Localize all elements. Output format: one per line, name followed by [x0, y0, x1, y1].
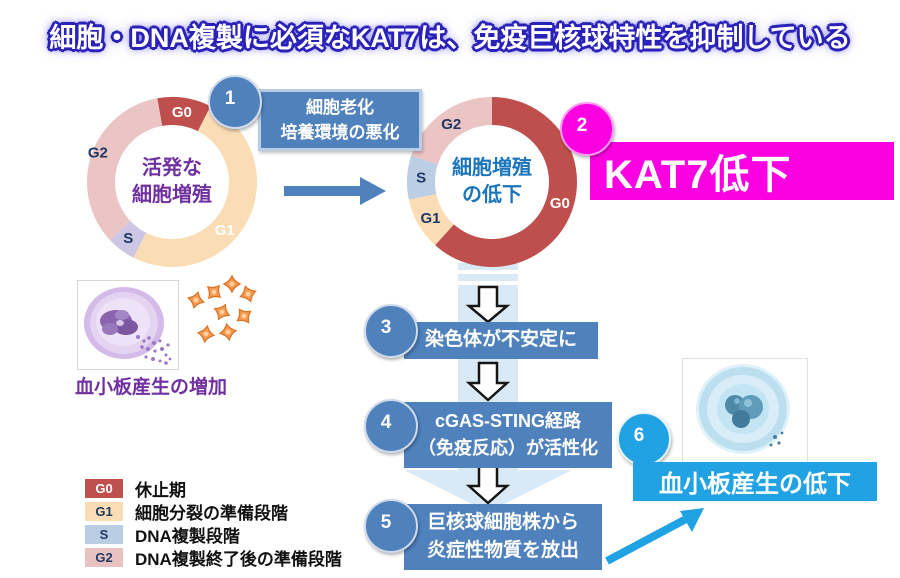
donut-segment-g1 [133, 106, 257, 268]
platelets-image [185, 275, 259, 344]
donut-segment-label: G2 [88, 144, 108, 161]
legend-chip-g2: G2 [85, 547, 123, 567]
blue-megakaryocyte-image [682, 358, 808, 464]
donut-segment-label: G0 [172, 104, 192, 121]
step-circle-2: 2 [560, 102, 614, 156]
donut-center-label: 活発な 細胞増殖 [132, 157, 212, 206]
step-circle-4: 4 [364, 399, 418, 453]
donut-segment-g2 [411, 97, 492, 165]
legend-chip-s: S [85, 524, 123, 544]
megakaryocyte-image [77, 280, 179, 370]
legend-row: G0 休止期 [85, 478, 342, 500]
step-circle-3: 3 [364, 304, 418, 358]
platelet-increase-caption: 血小板産生の増加 [75, 377, 228, 398]
donut-center-label: 細胞増殖 の低下 [452, 157, 532, 206]
step-box-aging: 細胞老化 培養環境の悪化 [258, 89, 422, 151]
legend-row: G2 DNA複製終了後の準備段階 [85, 547, 342, 569]
purple-cell-illustration [84, 287, 172, 365]
legend-row: G1 細胞分裂の準備段階 [85, 501, 342, 523]
step-number: 3 [380, 317, 392, 338]
step-circle-5: 5 [364, 499, 418, 553]
step-circle-1: 1 [208, 75, 262, 129]
legend-row: S DNA複製段階 [85, 524, 342, 546]
step-box-inflammatory: 巨核球細胞株から 炎症性物質を放出 [404, 504, 602, 570]
legend-label: DNA複製終了後の準備段階 [135, 549, 342, 569]
step-number: 5 [380, 512, 392, 533]
platelet-decrease-box: 血小板産生の低下 [633, 462, 877, 501]
step-circle-6: 6 [617, 412, 671, 466]
donut-segment-label: G2 [441, 116, 461, 133]
donut-segment-g0 [435, 97, 577, 267]
donut-segment-g1 [408, 193, 454, 246]
legend-label: 休止期 [135, 480, 186, 500]
down-arrow-icon [465, 285, 511, 324]
donut-segment-label: S [416, 169, 426, 186]
donut-segment-g0 [157, 97, 211, 132]
cell-cycle-legend: G0 休止期 G1 細胞分裂の準備段階 S DNA複製段階 G2 DNA複製終了… [85, 478, 342, 570]
down-arrow-icon [465, 464, 511, 505]
up-right-arrow-icon [605, 508, 704, 565]
donut-segment-label: G0 [550, 195, 570, 212]
right-arrow-icon [284, 177, 386, 205]
legend-chip-g1: G1 [85, 501, 123, 521]
step-box-chromosome: 染色体が不安定に [404, 322, 598, 359]
legend-label: 細胞分裂の準備段階 [135, 503, 288, 523]
down-arrow-icon [465, 361, 511, 402]
donut-segment-label: G1 [215, 222, 235, 239]
step-number: 6 [633, 425, 645, 446]
donut-segment-s [109, 220, 147, 258]
step-box-cgas-sting: cGAS-STING経路 （免疫反応）が活性化 [404, 402, 612, 468]
donut-segment-label: G1 [421, 210, 441, 227]
step-number: 2 [576, 115, 588, 136]
blue-cell-illustration [696, 364, 790, 454]
step-number: 1 [224, 88, 236, 109]
legend-chip-g0: G0 [85, 478, 123, 498]
step-number: 4 [380, 412, 392, 433]
page-title: 細胞・DNA複製に必須なKAT7は、免疫巨核球特性を抑制している [49, 23, 851, 53]
donut-segment-g2 [87, 98, 163, 240]
donut-segment-label: S [123, 230, 133, 247]
donut-segment-s [407, 155, 438, 200]
kat7-decrease-box: KAT7低下 [590, 142, 894, 200]
legend-label: DNA複製段階 [135, 526, 240, 546]
